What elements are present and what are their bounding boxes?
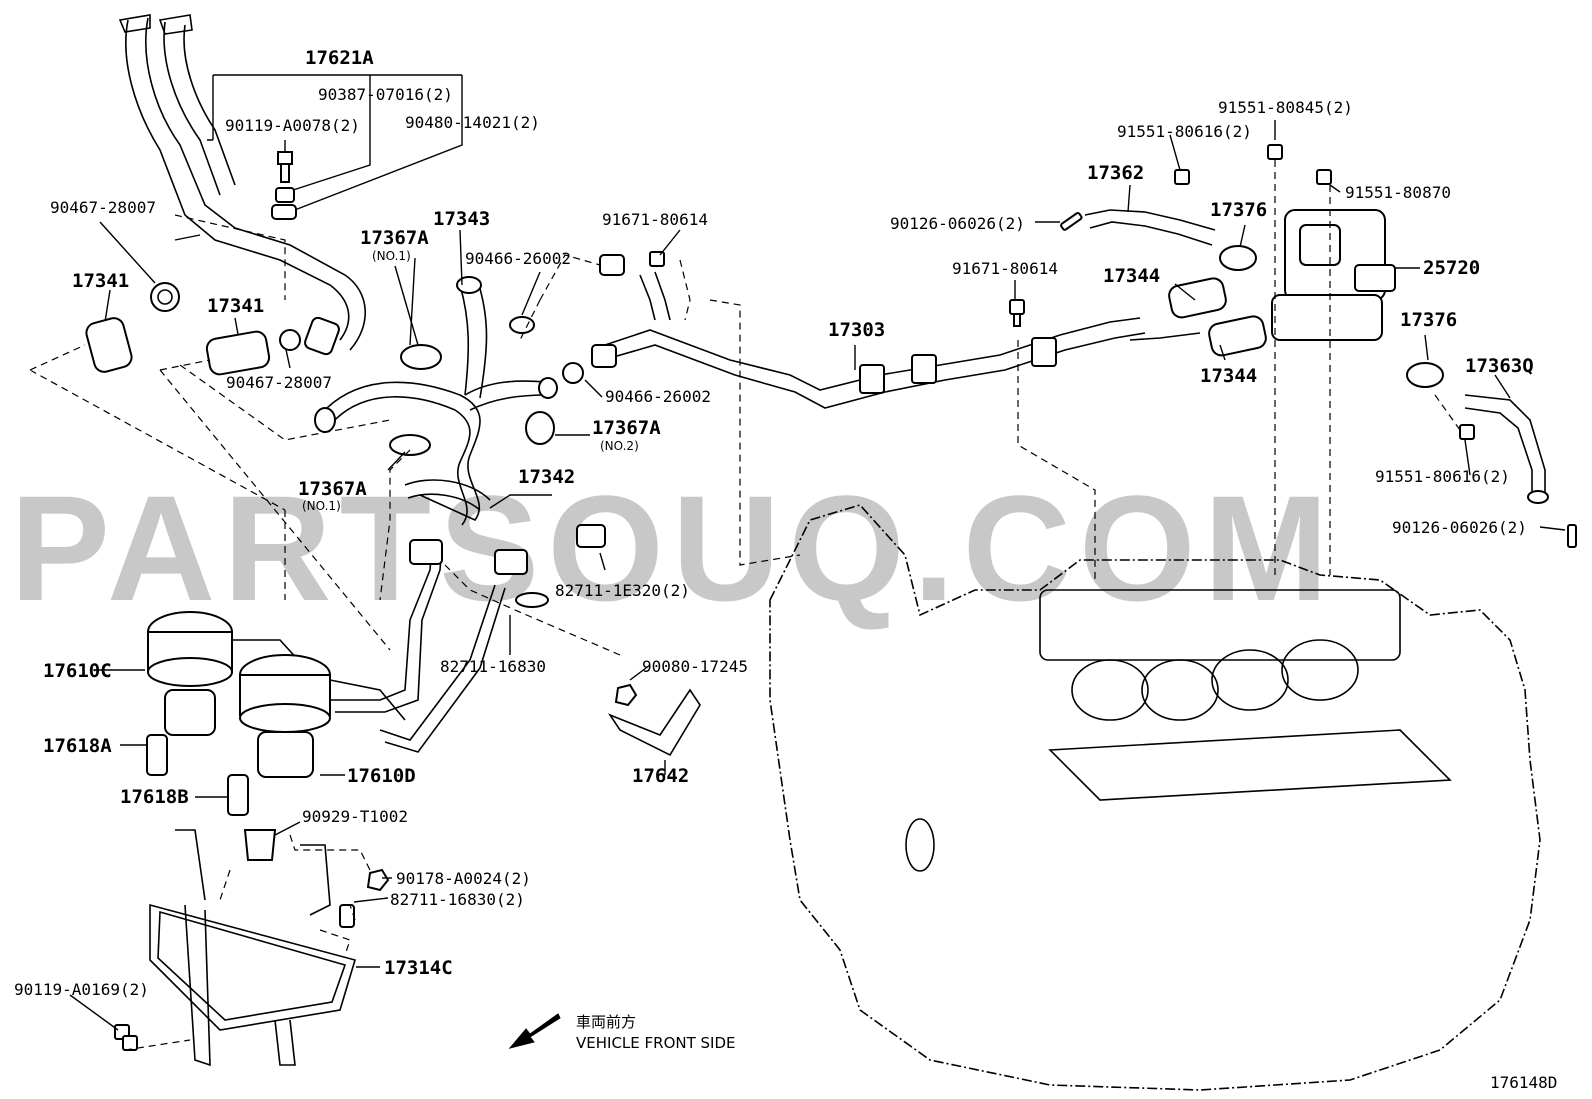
label-91551-80616-a: 91551-80616(2)	[1117, 122, 1252, 141]
label-91551-80616-b: 91551-80616(2)	[1375, 467, 1510, 486]
gasket-17376-upper	[1219, 224, 1257, 271]
bolt-91671-80614-right	[1009, 299, 1025, 327]
bracket-17642	[607, 664, 701, 775]
label-90080-17245: 90080-17245	[642, 657, 748, 676]
clamp-90466-upper	[509, 271, 541, 334]
label-90480-14021: 90480-14021(2)	[405, 113, 540, 132]
label-17344-b: 17344	[1200, 365, 1257, 387]
hose-17344-lower	[1208, 315, 1267, 361]
label-90126-06026-a: 90126-06026(2)	[890, 214, 1025, 233]
hose-lines-pump	[330, 544, 506, 753]
clip-82711-16830	[509, 592, 549, 655]
label-90119-A0169: 90119-A0169(2)	[14, 980, 149, 999]
label-17341-b: 17341	[207, 295, 264, 317]
bolt-90119-A0169	[69, 994, 138, 1051]
label-17363Q: 17363Q	[1465, 355, 1534, 377]
air-pump-17610D	[239, 654, 406, 778]
diagram-id: 176148D	[1490, 1073, 1557, 1092]
label-91551-80845: 91551-80845(2)	[1218, 98, 1353, 117]
label-90466-26002-a: 90466-26002	[465, 249, 571, 268]
hose-17344-upper	[1168, 277, 1227, 319]
pipe-17303	[591, 254, 1201, 409]
label-17618B: 17618B	[120, 786, 189, 808]
label-17367A-no2: 17367A	[592, 417, 661, 439]
label-17610D: 17610D	[347, 765, 416, 787]
bolt-91551-80616-lower	[1459, 424, 1475, 440]
label-90929-T1002: 90929-T1002	[302, 807, 408, 826]
gasket-17376-lower	[1406, 334, 1444, 388]
watermark-text: PARTSOUQ.COM	[10, 464, 1337, 632]
label-17341-a: 17341	[72, 270, 129, 292]
part-labels: 17621A 90387-07016(2) 90119-A0078(2) 904…	[14, 47, 1534, 999]
bolt-91671-80614-left	[649, 251, 665, 267]
bolt-91551-80845	[1267, 120, 1283, 160]
nut-90178-A0024	[366, 868, 390, 892]
label-17367A-no1-lower: 17367A	[298, 478, 367, 500]
clamp-90467-upper	[150, 282, 180, 312]
label-82711-1E320: 82711-1E320(2)	[555, 581, 690, 600]
vehicle-front-arrow	[508, 1013, 561, 1049]
label-17343: 17343	[433, 208, 490, 230]
check-valve-17618B	[227, 774, 249, 816]
label-17314C: 17314C	[384, 957, 453, 979]
air-pipe-17621A	[118, 14, 366, 356]
label-25720: 25720	[1423, 257, 1480, 279]
bracket-17621A	[174, 74, 463, 241]
bracket-17314C	[149, 829, 357, 1067]
label-90119-A0078: 90119-A0078(2)	[225, 116, 360, 135]
clip-82711-16830-2	[339, 904, 355, 928]
front-side-en: VEHICLE FRONT SIDE	[576, 1034, 736, 1052]
label-17610C: 17610C	[43, 660, 112, 682]
clamp-90929-T1002	[243, 821, 301, 861]
stud-90126-lower	[1567, 524, 1577, 548]
label-17367A-no2-sub: (NO.2)	[600, 439, 639, 453]
engine-block	[769, 504, 1541, 1091]
clamp-17367A-no1-top	[394, 265, 442, 370]
label-17642: 17642	[632, 765, 689, 787]
label-82711-16830: 82711-16830	[440, 657, 546, 676]
label-17376-b: 17376	[1400, 309, 1457, 331]
air-pump-17610C	[147, 611, 301, 736]
connector-82711-1E320	[409, 524, 606, 575]
label-17344-a: 17344	[1103, 265, 1160, 287]
label-17621A: 17621A	[305, 47, 374, 69]
bolt-90119-A0078	[271, 151, 297, 220]
label-90178-A0024: 90178-A0024(2)	[396, 869, 531, 888]
clamp-17367A-no1-lower	[387, 434, 431, 471]
check-valve-17618A	[146, 734, 168, 776]
label-90467-28007-b: 90467-28007	[226, 373, 332, 392]
label-17367A-no1-top: 17367A	[360, 227, 429, 249]
pipe-17362	[1084, 184, 1216, 246]
label-90387-07016: 90387-07016(2)	[318, 85, 453, 104]
hose-17342	[404, 377, 558, 511]
label-91671-80614-b: 91671-80614	[952, 259, 1058, 278]
label-17303: 17303	[828, 319, 885, 341]
label-17362: 17362	[1087, 162, 1144, 184]
bolt-91551-80870	[1316, 169, 1332, 185]
label-17342: 17342	[518, 466, 575, 488]
label-leader-lines	[95, 134, 1566, 968]
label-17618A: 17618A	[43, 735, 112, 757]
label-90466-26002-b: 90466-26002	[605, 387, 711, 406]
label-90467-28007-a: 90467-28007	[50, 198, 156, 217]
label-17367A-no1-lower-sub: (NO.1)	[302, 499, 341, 513]
hose-17341-lower	[205, 330, 271, 376]
valve-25720	[1271, 209, 1420, 341]
front-side-jp: 車両前方	[576, 1013, 636, 1031]
clamp-90466-lower	[562, 362, 603, 398]
pipe-17363Q	[1464, 374, 1549, 504]
label-17367A-no1-top-sub: (NO.1)	[372, 249, 411, 263]
clamp-90467-lower	[279, 329, 301, 351]
dashed-guide-lines	[29, 160, 1461, 1051]
bolt-91551-80616-upper	[1174, 169, 1190, 185]
label-90126-06026-b: 90126-06026(2)	[1392, 518, 1527, 537]
stud-90126-upper	[1060, 212, 1083, 231]
label-91671-80614-a: 91671-80614	[602, 210, 708, 229]
hose-17341-upper	[85, 317, 133, 373]
clamp-17367A-no2	[525, 411, 590, 445]
label-91551-80870: 91551-80870	[1345, 183, 1451, 202]
label-82711-16830-2: 82711-16830(2)	[390, 890, 525, 909]
label-17376-a: 17376	[1210, 199, 1267, 221]
